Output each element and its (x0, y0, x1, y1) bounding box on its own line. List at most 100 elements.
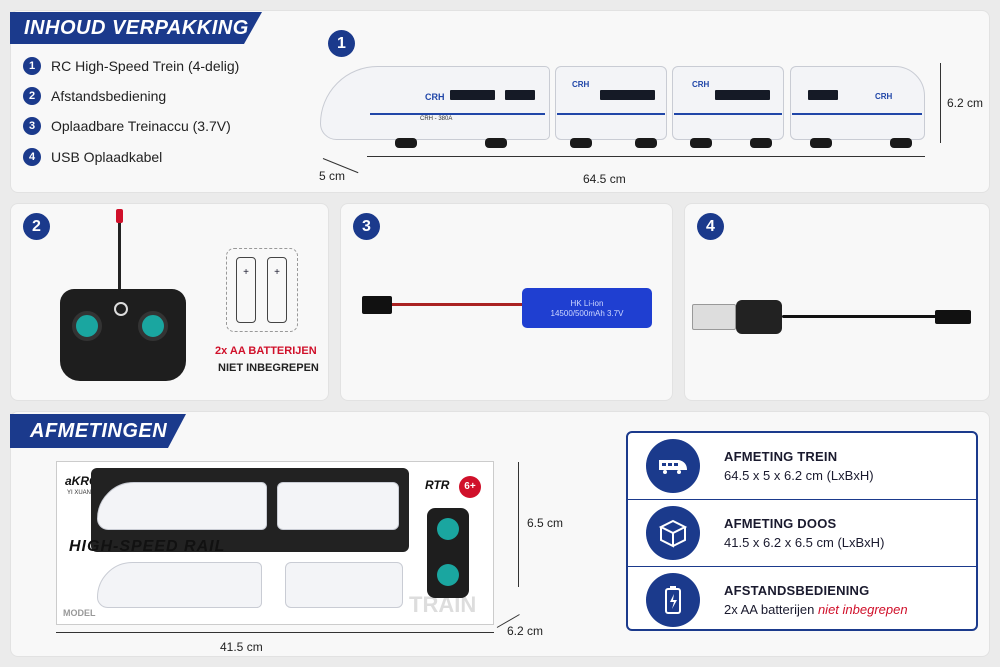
battery-text-2: 14500/500mAh 3.7V (550, 309, 624, 318)
list-item: 1 RC High-Speed Trein (4-delig) (23, 57, 239, 75)
train-window (505, 90, 535, 100)
dim-box-height: 6.5 cm (527, 516, 564, 530)
box-brand-logo: aKRC (65, 474, 98, 488)
spec-title: AFMETING TREIN (724, 449, 838, 464)
antenna-tip (116, 209, 123, 223)
dim-line-box-length (56, 632, 494, 633)
remote-logo-icon (114, 302, 128, 316)
list-number: 3 (23, 117, 41, 135)
list-item: 3 Oplaadbare Treinaccu (3.7V) (23, 117, 231, 135)
spec-title: AFMETING DOOS (724, 515, 837, 531)
spec-value: 2x AA batterijen niet inbegrepen (724, 600, 908, 619)
spec-title: AFSTANDSBEDIENING (724, 582, 870, 598)
train-window (808, 90, 838, 100)
battery-number-badge: 3 (353, 213, 380, 240)
spec-table: AFMETING TREIN 64.5 x 5 x 6.2 cm (LxBxH)… (626, 431, 978, 631)
train-car-label: CRH (425, 92, 445, 102)
usb-plug (692, 304, 736, 330)
train-car-rear (790, 66, 925, 140)
battery-note-line2: NIET INBEGREPEN (218, 362, 319, 374)
spec-value: 64.5 x 5 x 6.2 cm (LxBxH) (724, 468, 874, 483)
box-model-word: MODEL (63, 608, 96, 618)
dim-line-height (940, 63, 941, 143)
spec-value: 41.5 x 6.2 x 6.5 cm (LxBxH) (724, 534, 885, 550)
antenna (118, 213, 121, 298)
battery-cell: HK Li-ion 14500/500mAh 3.7V (522, 288, 652, 328)
train-car-code: CRH - 380A (420, 116, 453, 122)
dim-line-length (367, 156, 925, 157)
dimensions-title: AFMETINGEN (30, 419, 168, 442)
train-car (555, 66, 667, 140)
list-item: 2 Afstandsbediening (23, 87, 166, 105)
remote-control (58, 207, 188, 387)
list-label: Afstandsbediening (51, 88, 167, 104)
box-icon (646, 505, 700, 560)
train-window (715, 90, 770, 100)
usb-wire (782, 315, 937, 318)
aa-battery-icon: + (267, 257, 287, 323)
list-number: 4 (23, 148, 41, 166)
train-wheel (570, 138, 592, 148)
train-stripe (370, 113, 545, 115)
list-number: 1 (23, 57, 41, 75)
spec-row-box: AFMETING DOOS 41.5 x 6.2 x 6.5 cm (LxBxH… (628, 499, 976, 565)
train-window (600, 90, 655, 100)
list-item: 4 USB Oplaadkabel (23, 148, 162, 166)
list-label: RC High-Speed Trein (4-delig) (51, 58, 240, 74)
train-car-label: CRH (692, 80, 710, 89)
box-remote (427, 508, 469, 598)
list-label: Oplaadbare Treinaccu (3.7V) (51, 118, 231, 134)
contents-title: INHOUD VERPAKKING (24, 16, 249, 39)
train-illustration: CRH CRH - 380A CRH CRH CRH (320, 58, 930, 153)
li-ion-battery: HK Li-ion 14500/500mAh 3.7V (362, 288, 654, 328)
battery-wire (392, 303, 524, 306)
dim-train-width: 5 cm (319, 169, 346, 183)
box-train-car (285, 562, 403, 608)
spec-value-warning: niet inbegrepen (817, 601, 908, 617)
product-box: aKRC YI XUAN HIGH-SPEED RAIL MODEL TRAIN… (56, 461, 494, 625)
list-number: 2 (23, 87, 41, 105)
battery-note-line1: 2x AA BATTERIJEN (215, 345, 317, 357)
dimensions-banner: AFMETINGEN (10, 414, 186, 448)
battery-connector (362, 296, 392, 314)
battery-outline: + + (226, 248, 298, 332)
train-number-badge: 1 (328, 30, 355, 57)
box-train-car (277, 482, 399, 530)
battery-icon (646, 572, 700, 627)
usb-body (736, 300, 782, 334)
dim-train-length: 64.5 cm (583, 172, 626, 186)
train-car-label: CRH (875, 92, 893, 101)
joystick-icon (437, 564, 459, 586)
usb-card (684, 203, 990, 401)
train-wheel (750, 138, 772, 148)
train-wheel (810, 138, 832, 148)
spec-value-main: 2x AA batterijen (724, 601, 818, 617)
train-wheel (485, 138, 507, 148)
train-window (450, 90, 495, 100)
usb-cable (692, 300, 982, 340)
train-car (672, 66, 784, 140)
dim-line-box-height (518, 462, 519, 587)
train-wheel (890, 138, 912, 148)
joystick-icon (437, 518, 459, 540)
train-stripe (674, 113, 782, 115)
aa-battery-icon: + (236, 257, 256, 323)
dim-train-height: 6.2 cm (947, 96, 984, 110)
joystick-right (138, 311, 168, 341)
box-age-badge: 6+ (459, 476, 481, 498)
dim-box-depth: 6.2 cm (507, 624, 544, 638)
train-car-label: CRH (572, 80, 590, 89)
remote-number-badge: 2 (23, 213, 50, 240)
train-stripe (792, 113, 922, 115)
train-wheel (690, 138, 712, 148)
train-stripe (557, 113, 665, 115)
contents-banner: INHOUD VERPAKKING (10, 12, 262, 44)
train-wheel (395, 138, 417, 148)
battery-text-1: HK Li-ion (570, 299, 604, 308)
box-title: HIGH-SPEED RAIL (69, 538, 226, 555)
spec-row-remote: AFSTANDSBEDIENING 2x AA batterijen niet … (628, 566, 976, 632)
box-train-car (97, 562, 262, 608)
usb-number-badge: 4 (697, 213, 724, 240)
dim-box-length: 41.5 cm (220, 640, 263, 654)
box-train-car (97, 482, 267, 530)
